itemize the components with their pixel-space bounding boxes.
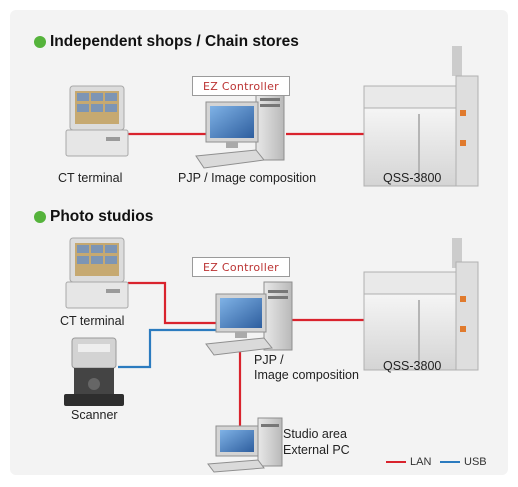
ct-terminal-label: CT terminal	[60, 314, 125, 328]
legend-lan: LAN	[386, 456, 431, 468]
scanner-label: Scanner	[71, 408, 118, 422]
legend-lan-label: LAN	[410, 456, 432, 468]
printer-label: QSS-3800	[383, 171, 442, 185]
external-pc-icon	[207, 417, 283, 473]
ez-controller-logo: EZ Controller	[192, 257, 290, 277]
ct-terminal-label: CT terminal	[58, 171, 123, 185]
external-pc-label-line2: External PC	[283, 443, 350, 457]
section-heading-shops: Independent shops / Chain stores	[34, 33, 299, 51]
legend-usb-label: USB	[464, 456, 487, 468]
legend-usb: USB	[440, 456, 487, 468]
software-name: EZ Controller	[203, 79, 279, 93]
scanner-icon	[64, 337, 124, 406]
section-heading-studios: Photo studios	[34, 208, 153, 226]
section-title: Independent shops / Chain stores	[50, 33, 299, 50]
pc-workstation-icon	[195, 89, 285, 169]
printer-label: QSS-3800	[383, 359, 442, 373]
lan-swatch	[386, 461, 406, 463]
usb-connection-scanner-pc	[118, 328, 222, 369]
ct-terminal-icon	[65, 85, 129, 157]
lan-connection-ct-pc-2	[128, 281, 222, 325]
pc-label-line1: PJP /	[254, 353, 284, 367]
ez-controller-logo: EZ Controller	[192, 76, 290, 96]
pc-label-line2: Image composition	[254, 368, 359, 382]
bullet-icon	[34, 36, 46, 48]
pc-workstation-icon	[205, 281, 293, 356]
external-pc-label-line1: Studio area	[283, 427, 347, 441]
usb-swatch	[440, 461, 460, 463]
section-title: Photo studios	[50, 208, 154, 225]
software-name: EZ Controller	[203, 260, 279, 274]
printer-qss-icon	[363, 238, 479, 371]
printer-qss-icon	[363, 46, 479, 187]
ct-terminal-icon	[65, 237, 129, 309]
bullet-icon	[34, 211, 46, 223]
pc-label: PJP / Image composition	[178, 171, 317, 185]
